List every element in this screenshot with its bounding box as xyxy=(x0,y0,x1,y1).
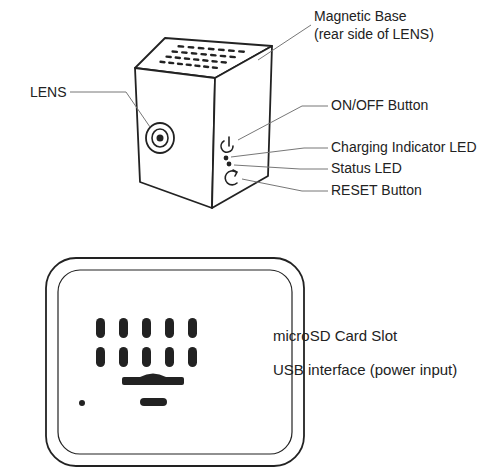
vent-slot xyxy=(119,347,128,367)
vent-slot xyxy=(222,61,226,64)
vent-slot xyxy=(204,65,208,68)
leader-line xyxy=(242,179,328,191)
callout-label: USB interface (power input) xyxy=(273,361,457,380)
vent-slot xyxy=(203,59,207,62)
leader-line xyxy=(234,165,328,169)
callout-label: ON/OFF Button xyxy=(331,97,428,115)
vent-slot xyxy=(239,50,244,53)
vent-slot xyxy=(142,347,151,367)
mic-hole xyxy=(79,400,85,406)
vent-slot xyxy=(211,54,215,57)
vent-slot xyxy=(119,318,128,338)
vent-slot xyxy=(213,60,217,63)
lens xyxy=(146,123,174,153)
camera-cube xyxy=(135,38,272,208)
callout-label: microSD Card Slot xyxy=(273,327,397,346)
callout-label: LENS xyxy=(30,84,67,102)
vent-slot xyxy=(161,61,165,64)
vent-slot xyxy=(195,64,199,67)
vent-slot xyxy=(96,347,105,367)
lens-ring xyxy=(146,123,174,153)
vent-slot xyxy=(219,48,224,51)
vent-slot xyxy=(230,56,234,59)
vent-slot xyxy=(192,52,196,55)
vent-slot xyxy=(185,57,189,60)
vent-slot xyxy=(178,62,182,65)
bottom-inner-face xyxy=(58,270,292,454)
vent-slot xyxy=(165,318,174,338)
vent-slot xyxy=(182,51,186,54)
reset-arrow xyxy=(233,170,237,176)
reset-button xyxy=(225,171,237,185)
top-vents xyxy=(161,46,244,68)
callout-label: Magnetic Base (rear side of LENS) xyxy=(314,8,436,43)
leader-line xyxy=(231,148,328,157)
callout-label: Status LED xyxy=(331,160,402,178)
vent-slot xyxy=(229,49,234,52)
vent-slot xyxy=(167,55,171,58)
vent-slot xyxy=(213,66,217,69)
vent-slot xyxy=(194,58,198,61)
bottom-view xyxy=(46,258,304,466)
vent-slot xyxy=(221,55,225,58)
bottom-housing xyxy=(46,258,304,466)
microsd-slot-opening xyxy=(122,377,184,385)
front-face xyxy=(135,68,215,208)
vent-slot xyxy=(188,318,197,338)
lens-inner xyxy=(152,129,168,147)
power-icon-bar xyxy=(228,137,230,146)
vent-slot xyxy=(169,62,173,65)
vent-slot xyxy=(179,45,184,48)
power-icon xyxy=(221,141,233,152)
leader-line xyxy=(70,92,150,127)
vent-slot xyxy=(202,53,206,56)
vent-slot xyxy=(96,318,105,338)
vent-slot xyxy=(188,347,197,367)
charging-led xyxy=(224,156,227,159)
microsd-slot xyxy=(140,374,166,378)
usb-port xyxy=(140,398,167,406)
vent-slot xyxy=(176,56,180,59)
vent-slot xyxy=(165,347,174,367)
vent-slot xyxy=(199,47,204,50)
vent-slot xyxy=(189,46,194,49)
lens-center xyxy=(157,135,164,142)
bottom-vents xyxy=(96,318,197,367)
leader-line xyxy=(238,106,328,140)
vent-slot xyxy=(142,318,151,338)
callout-label: Charging Indicator LED xyxy=(331,139,477,157)
vent-slot xyxy=(209,48,214,51)
callout-label: RESET Button xyxy=(331,182,422,200)
status-led xyxy=(227,162,230,165)
vent-slot xyxy=(187,63,191,66)
leader-line xyxy=(258,25,311,60)
side-controls xyxy=(221,137,237,185)
vent-slot xyxy=(173,50,177,53)
